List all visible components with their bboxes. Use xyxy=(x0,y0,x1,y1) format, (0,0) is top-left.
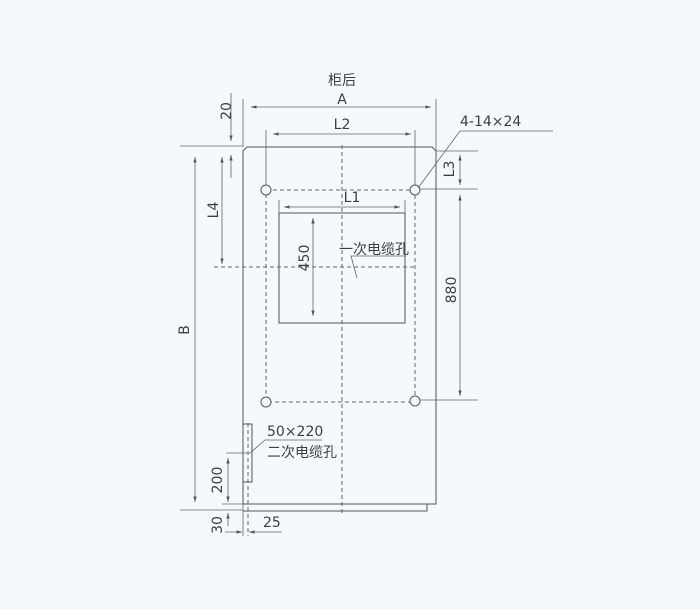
dimension-l3: L3 xyxy=(420,150,478,190)
svg-text:20: 20 xyxy=(219,102,235,120)
svg-text:880: 880 xyxy=(444,277,460,304)
svg-text:450: 450 xyxy=(297,245,313,272)
svg-text:25: 25 xyxy=(263,515,281,531)
dimension-l4: L4 xyxy=(206,157,416,268)
svg-text:4-14×24: 4-14×24 xyxy=(460,114,521,130)
primary-cable-opening xyxy=(278,212,406,324)
svg-text:200: 200 xyxy=(210,467,226,494)
svg-text:A: A xyxy=(337,92,347,108)
dimension-880: 880 xyxy=(420,195,478,401)
svg-text:L4: L4 xyxy=(206,202,222,219)
cabinet-base xyxy=(243,504,428,512)
svg-text:B: B xyxy=(177,325,193,335)
dimension-l2: L2 xyxy=(265,117,416,185)
dimension-20: 20 xyxy=(180,93,243,178)
dimension-a: A xyxy=(242,92,437,151)
svg-text:50×220: 50×220 xyxy=(267,424,323,440)
svg-text:L3: L3 xyxy=(442,161,458,178)
hole-icon xyxy=(409,184,421,196)
secondary-cable-hole: 50×220 二次电缆孔 xyxy=(226,423,337,536)
svg-text:一次电缆孔: 一次电缆孔 xyxy=(339,242,409,258)
svg-text:L1: L1 xyxy=(344,190,361,206)
primary-cable-hole-label: 一次电缆孔 xyxy=(339,242,409,279)
mount-hole-callout: 4-14×24 xyxy=(417,114,553,189)
svg-text:L2: L2 xyxy=(334,117,351,133)
dimension-200: 200 xyxy=(210,458,243,505)
dimension-25: 25 xyxy=(249,515,282,534)
dimension-b: B xyxy=(177,157,197,502)
dimension-450: 450 xyxy=(297,218,315,316)
hole-icon xyxy=(260,184,272,196)
dimension-l1: L1 xyxy=(278,190,406,213)
dimension-30: 30 xyxy=(180,509,243,534)
mount-holes xyxy=(260,184,421,408)
hole-icon xyxy=(409,395,421,407)
hole-icon xyxy=(260,396,272,408)
svg-text:二次电缆孔: 二次电缆孔 xyxy=(267,445,337,461)
hole-pattern xyxy=(265,189,416,403)
svg-text:30: 30 xyxy=(210,516,226,534)
view-title: 柜后 xyxy=(328,73,356,89)
cabinet-outline xyxy=(242,146,437,536)
